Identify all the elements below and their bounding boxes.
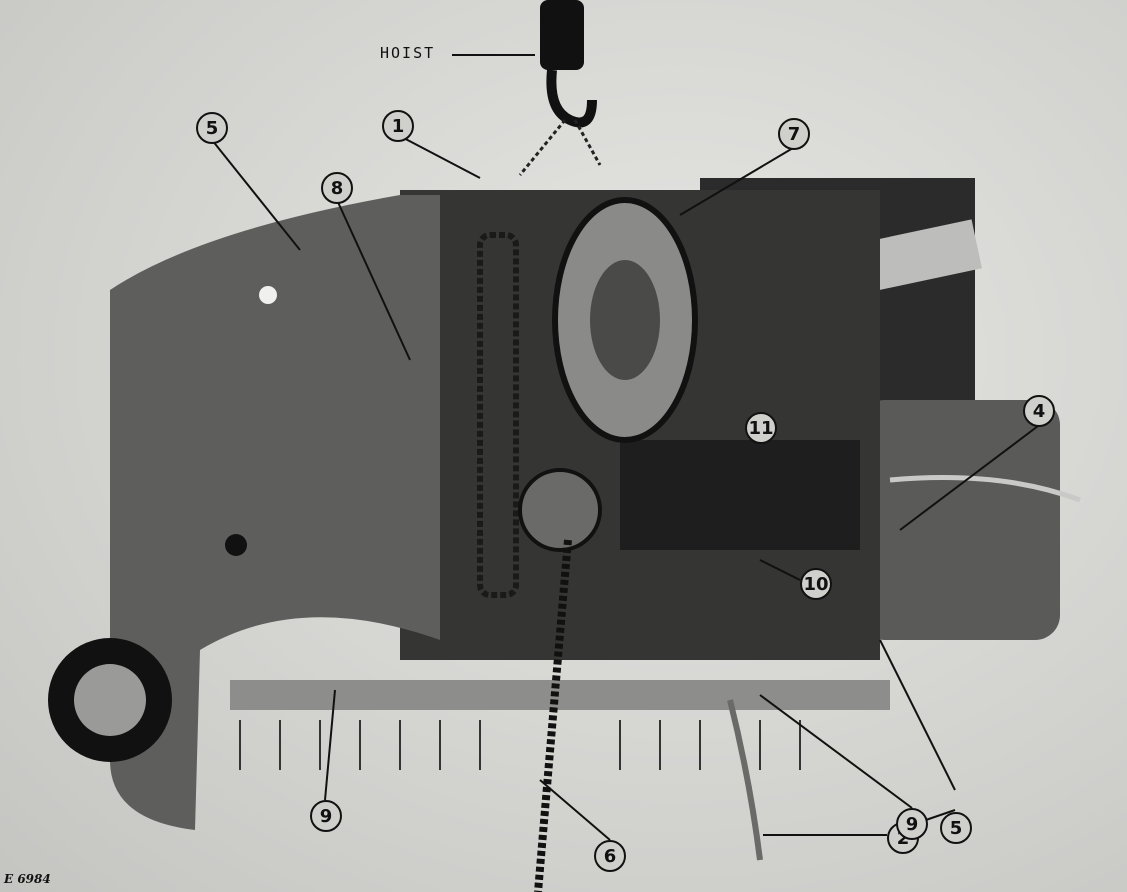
hydraulic-line (727, 699, 763, 861)
hoist-block (540, 0, 584, 70)
hoist-hook (546, 69, 597, 128)
callout-8: 8 (321, 172, 353, 204)
sprocket (518, 468, 602, 552)
callout-11: 11 (745, 412, 777, 444)
pulley-hub (590, 260, 660, 380)
drive-chain (477, 232, 519, 598)
bottom-shaft (230, 680, 890, 710)
right-tank (860, 400, 1060, 640)
figure-code: E 6984 (4, 872, 51, 886)
callout-10: 10 (800, 568, 832, 600)
callout-5-upper: 5 (196, 112, 228, 144)
hose-bundle (889, 475, 1081, 503)
cover-hole-lower (225, 534, 247, 556)
side-cover (110, 195, 440, 830)
tine-row (239, 720, 801, 770)
callout-5-lower: 5 (940, 812, 972, 844)
left-wheel-hub (74, 664, 146, 736)
hoist-chain-left (518, 119, 567, 176)
callout-9-left: 9 (310, 800, 342, 832)
hoist-chain-right (573, 119, 602, 166)
leader-lines (211, 54, 1039, 841)
callout-1: 1 (382, 110, 414, 142)
callout-6: 6 (594, 840, 626, 872)
callout-9-right: 9 (896, 808, 928, 840)
hanging-chain (534, 539, 572, 892)
center-cavity (620, 440, 860, 550)
callout-4: 4 (1023, 395, 1055, 427)
callout-7: 7 (778, 118, 810, 150)
cover-hole-upper (259, 286, 277, 304)
hoist-label: HOIST (380, 44, 436, 62)
